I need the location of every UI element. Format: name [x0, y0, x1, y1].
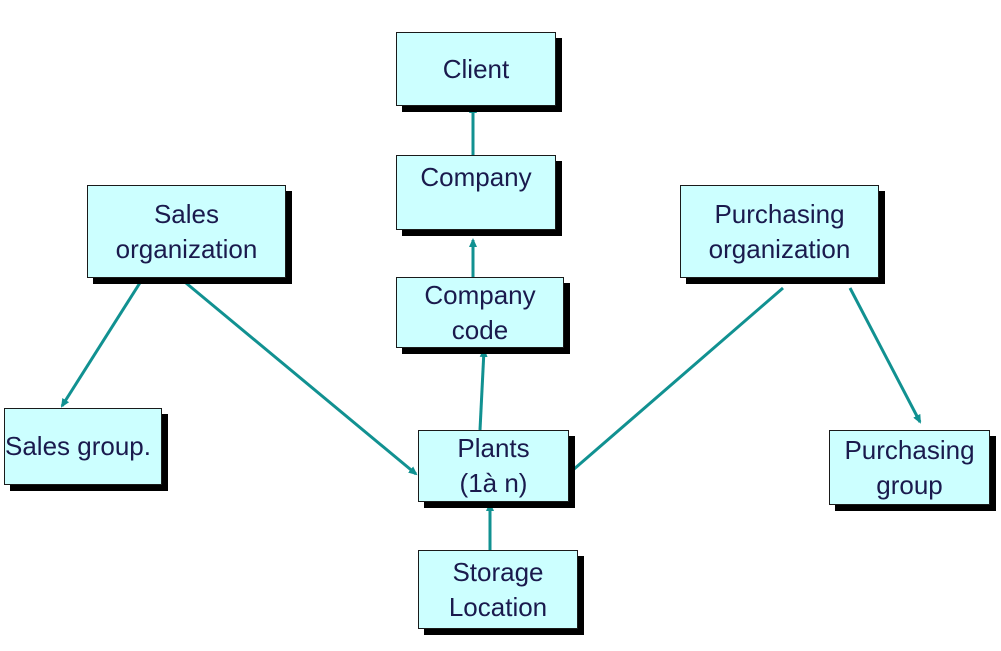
purchasing-group-node: Purchasing group: [829, 430, 990, 505]
purchasing-organization-label-line-2: organization: [708, 233, 851, 264]
plants-label-line-2: (1à n): [459, 468, 528, 498]
edge-purchasing-to-plants: [564, 286, 784, 478]
sales-organization-label-line-1: Sales: [153, 198, 220, 229]
sales-group-label: Sales group.: [5, 431, 151, 461]
edge-purchasing-to-purchgroup: [848, 287, 922, 424]
sales-organization-node: Sales organization: [87, 185, 286, 278]
edge-sales-to-plants: [179, 276, 418, 476]
storage-location-label-line-2: Location: [448, 591, 548, 622]
purchasing-organization-label-line-1: Purchasing: [714, 198, 845, 229]
plants-label-line-1: Plants: [457, 433, 530, 463]
sales-organization-label-line-2: organization: [115, 233, 258, 264]
company-code-node: Company code: [396, 277, 564, 348]
purchasing-group-label-line-1: Purchasing: [844, 434, 975, 465]
company-node: Company: [396, 155, 556, 230]
company-code-label-line-1: Company: [424, 279, 536, 310]
client-label: Client: [442, 53, 510, 84]
storage-location-node: Storage Location: [418, 550, 578, 629]
company-label: Company: [420, 162, 532, 192]
sales-group-node: Sales group.: [4, 408, 162, 485]
company-code-label-line-2: code: [451, 314, 509, 345]
edge-sales-to-salesgroup: [60, 277, 145, 408]
plants-node: Plants (1à n): [418, 430, 569, 502]
client-node: Client: [396, 32, 556, 106]
purchasing-group-label-line-2: group: [876, 469, 943, 500]
purchasing-organization-node: Purchasing organization: [680, 185, 879, 278]
edge-plants-to-companycode: [478, 348, 488, 431]
storage-location-label-line-1: Storage: [452, 556, 544, 587]
